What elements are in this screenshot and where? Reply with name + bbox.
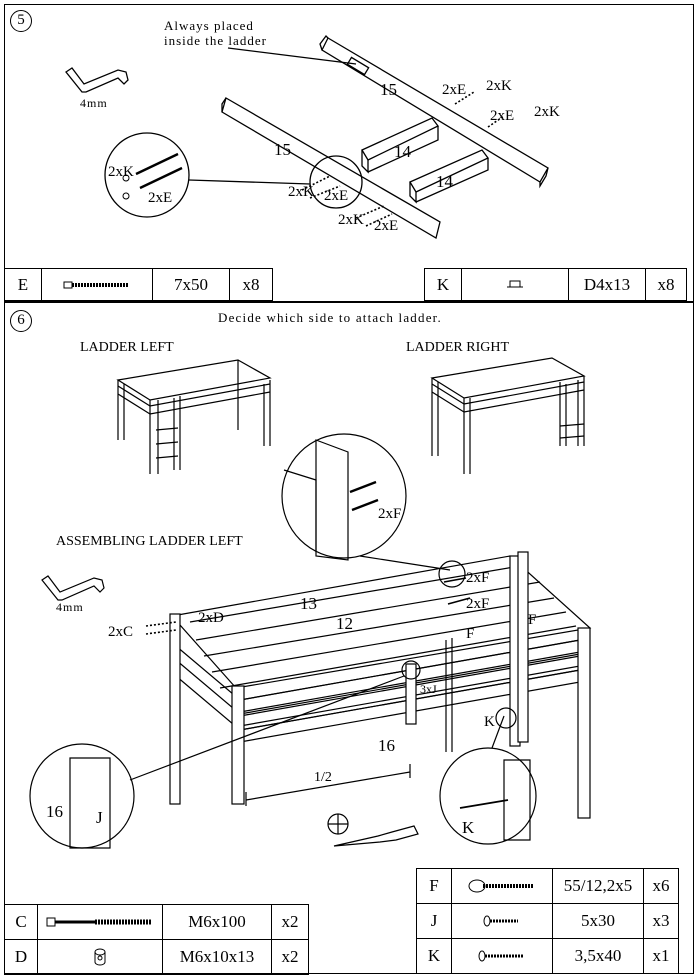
step6-parts-left: C M6x100 x2 D M6x10x13 x2 — [4, 904, 309, 975]
long-bolt-icon — [41, 268, 153, 301]
callout-f-3: F — [466, 626, 475, 642]
callout-2xe-3: 2xE — [324, 188, 349, 204]
callout-2xk-4: 2xK — [338, 212, 364, 228]
part-size: 55/12,2x5 — [552, 868, 644, 904]
bed-thumbnail-right — [430, 357, 586, 474]
part-size: D4x13 — [568, 268, 646, 301]
ladder-left-label: LADDER LEFT — [80, 340, 174, 355]
part-qty: x6 — [643, 868, 679, 904]
callout-2xe-4: 2xE — [374, 218, 399, 234]
callout-2xk-2: 2xK — [534, 104, 560, 120]
cap-nut-icon — [461, 268, 569, 301]
callout-k: K — [484, 714, 495, 730]
callout-f-4: F — [528, 612, 537, 628]
part-qty: x1 — [643, 938, 679, 974]
callout-2xk-1: 2xK — [486, 78, 512, 94]
callout-2xe-2: 2xE — [490, 108, 515, 124]
part-label-12: 12 — [336, 614, 353, 633]
callout-3xj: 3xJ — [420, 682, 437, 696]
barrel-nut-icon — [37, 939, 163, 975]
table-row: F 55/12,2x5 x6 — [416, 868, 679, 904]
dimension-half: 1/2 — [314, 770, 332, 785]
part-qty: x3 — [643, 903, 679, 939]
part-label-16: 16 — [378, 736, 395, 755]
table-row: K D4x13 x8 — [424, 268, 687, 301]
note-always-inside: Always placed inside the ladder — [164, 18, 267, 48]
part-size: M6x100 — [162, 904, 272, 940]
table-row: C M6x100 x2 — [4, 904, 309, 940]
part-qty: x8 — [645, 268, 687, 301]
allen-key-icon-2 — [41, 575, 105, 601]
tool-size-label-2: 4mm — [56, 600, 84, 614]
bed-frame — [169, 551, 592, 819]
part-size: 5x30 — [552, 903, 644, 939]
step5-number: 5 — [10, 10, 32, 32]
zoom-callout-2xk: 2xK — [108, 164, 134, 180]
callout-2xk-3: 2xK — [288, 184, 314, 200]
assembling-label: ASSEMBLING LADDER LEFT — [56, 534, 243, 549]
callout-2xf-1: 2xF — [466, 570, 490, 586]
step6-panel — [4, 302, 694, 974]
part-qty: x2 — [271, 939, 309, 975]
part-letter: E — [4, 268, 42, 301]
step5-parts-k: K D4x13 x8 — [424, 268, 687, 301]
zoom-label-16: 16 — [46, 802, 63, 821]
callout-2xe-1: 2xE — [442, 82, 467, 98]
table-row: J 5x30 x3 — [416, 903, 679, 939]
step6-number: 6 — [10, 310, 32, 332]
part-label-14-right: 14 — [436, 172, 453, 191]
step5-parts-e: E 7x50 x8 — [4, 268, 273, 301]
part-size: 7x50 — [152, 268, 230, 301]
zoom-callout-2xe: 2xE — [148, 190, 173, 206]
instruction-text: Decide which side to attach ladder. — [218, 310, 442, 325]
table-row: D M6x10x13 x2 — [4, 939, 309, 975]
washer-screw-icon — [451, 868, 553, 904]
table-row: K 3,5x40 x1 — [416, 938, 679, 974]
ladder-right-label: LADDER RIGHT — [406, 340, 510, 355]
zoom-label-j: J — [96, 808, 103, 827]
tool-size-label: 4mm — [80, 96, 108, 110]
part-label-13: 13 — [300, 594, 317, 613]
part-label-15-upper: 15 — [380, 80, 397, 99]
part-qty: x8 — [229, 268, 273, 301]
part-label-14-left: 14 — [394, 142, 411, 161]
wood-screw-icon — [451, 903, 553, 939]
step6-parts-right: F 55/12,2x5 x6 J 5x30 x3 K 3,5x40 x1 — [416, 868, 679, 974]
bed-thumbnail-left — [116, 359, 272, 474]
table-row: E 7x50 x8 — [4, 268, 273, 301]
hex-bolt-icon — [37, 904, 163, 940]
allen-key-icon — [65, 67, 129, 93]
part-size: 3,5x40 — [552, 938, 644, 974]
part-size: M6x10x13 — [162, 939, 272, 975]
part-letter: D — [4, 939, 38, 975]
callout-2xf-2: 2xF — [466, 596, 490, 612]
callout-2xd: 2xD — [198, 610, 224, 626]
part-letter: K — [416, 938, 452, 974]
part-label-15-lower: 15 — [274, 140, 291, 159]
callout-2xc: 2xC — [108, 624, 134, 640]
zoom-label-k: K — [462, 818, 475, 837]
part-letter: C — [4, 904, 38, 940]
long-screw-icon — [451, 938, 553, 974]
part-letter: F — [416, 868, 452, 904]
step5-panel — [4, 4, 694, 302]
part-letter: K — [424, 268, 462, 301]
part-letter: J — [416, 903, 452, 939]
zoom-callout-2xf: 2xF — [378, 506, 402, 522]
part-qty: x2 — [271, 904, 309, 940]
